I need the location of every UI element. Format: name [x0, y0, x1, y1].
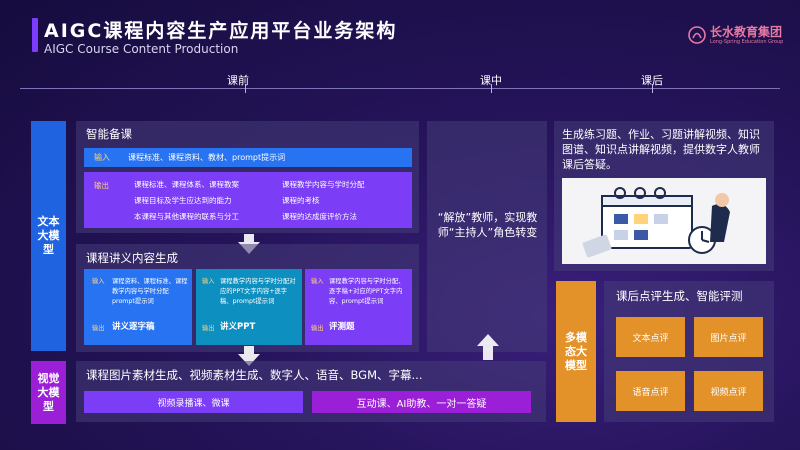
card-input-text: 课程教学内容与学时分配、逐字稿+对应的PPT文字内容、prompt提示词: [329, 278, 405, 305]
card-input-text: 课程教学内容与学时分配对应的PPT文字内容+逐字稿、prompt提示词: [220, 278, 296, 305]
output-item: 本课程与其他课程的联系与分工: [134, 212, 239, 221]
multimodal-model-label: 多模态大模型: [556, 281, 596, 422]
flow-arrow-down-icon: [238, 346, 260, 366]
card-input-text: 课程资料、课程标准、课程教学内容与学时分配prompt提示词: [112, 278, 188, 305]
card-output-name: 讲义PPT: [220, 322, 256, 332]
timeline-axis: [20, 88, 780, 89]
timeline-tick: [245, 84, 246, 93]
after-class-text: 生成练习题、作业、习题讲解视频、知识图谱、知识点讲解视频，提供数字人教师课后答疑…: [562, 128, 760, 171]
review-tile-voice: 语音点评: [616, 371, 685, 411]
smart-prep-input-bar: 输入 课程标准、课程资料、教材、prompt提示词: [84, 148, 412, 167]
smart-prep-input-text: 课程标准、课程资料、教材、prompt提示词: [128, 153, 286, 162]
smart-prep-title: 智能备课: [86, 127, 132, 141]
output-item: 课程标准、课程体系、课程教案: [134, 180, 239, 189]
lecture-card-ppt: 输入 课程教学内容与学时分配对应的PPT文字内容+逐字稿、prompt提示词 输…: [196, 269, 302, 345]
text-model-label: 文本大模型: [31, 121, 66, 351]
calendar-illustration-icon: [562, 178, 766, 264]
review-tile-text: 文本点评: [616, 317, 685, 357]
logo-mark-icon: [688, 26, 706, 44]
lecture-card-transcript: 输入 课程资料、课程标准、课程教学内容与学时分配prompt提示词 输出 讲义逐…: [84, 269, 192, 345]
page-subtitle: AIGC Course Content Production: [44, 42, 239, 56]
timeline-label-during: 课中: [480, 74, 502, 87]
review-title: 课后点评生成、智能评测: [616, 289, 743, 303]
output-item: 课程的达成度评价方法: [282, 212, 357, 221]
title-accent-bar: [32, 18, 38, 52]
timeline-label-before: 课前: [227, 74, 249, 87]
timeline-tick: [652, 84, 653, 93]
in-class-panel: [427, 121, 547, 352]
timeline-label-after: 课后: [641, 74, 663, 87]
review-tile-image: 图片点评: [694, 317, 763, 357]
smart-prep-output-box: 输出 课程标准、课程体系、课程教案 课程教学内容与学时分配 课程目标及学生应达到…: [84, 172, 412, 228]
page-title: AIGC课程内容生产应用平台业务架构: [44, 20, 398, 42]
in-class-text: “解放”教师，实现教师“主持人”角色转变: [437, 211, 538, 239]
timeline-tick: [491, 84, 492, 93]
lecture-gen-title: 课程讲义内容生成: [86, 251, 178, 265]
output-tag: 输出: [94, 181, 109, 190]
logo-english-name: Long-Spring Education Group: [710, 38, 784, 45]
output-item: 课程的考核: [282, 196, 320, 205]
logo-name: 长水教育集团: [710, 24, 783, 39]
card-output-name: 评测题: [329, 322, 355, 332]
visual-title: 课程图片素材生成、视频素材生成、数字人、语音、BGM、字幕...: [86, 368, 423, 382]
visual-bar-interactive: 互动课、AI助教、一对一答疑: [312, 391, 531, 413]
input-tag: 输入: [94, 153, 110, 162]
output-item: 课程教学内容与学时分配: [282, 180, 365, 189]
lecture-card-quiz: 输入 课程教学内容与学时分配、逐字稿+对应的PPT文字内容、prompt提示词 …: [305, 269, 412, 345]
card-output-name: 讲义逐字稿: [112, 322, 155, 332]
output-item: 课程目标及学生应达到的能力: [134, 196, 232, 205]
visual-model-label: 视觉大模型: [31, 361, 66, 424]
company-logo: 长水教育集团 Long-Spring Education Group: [688, 20, 792, 50]
visual-bar-recorded: 视频录播课、微课: [84, 391, 303, 413]
flow-arrow-up-icon: [477, 334, 499, 360]
review-tile-video: 视频点评: [694, 371, 763, 411]
